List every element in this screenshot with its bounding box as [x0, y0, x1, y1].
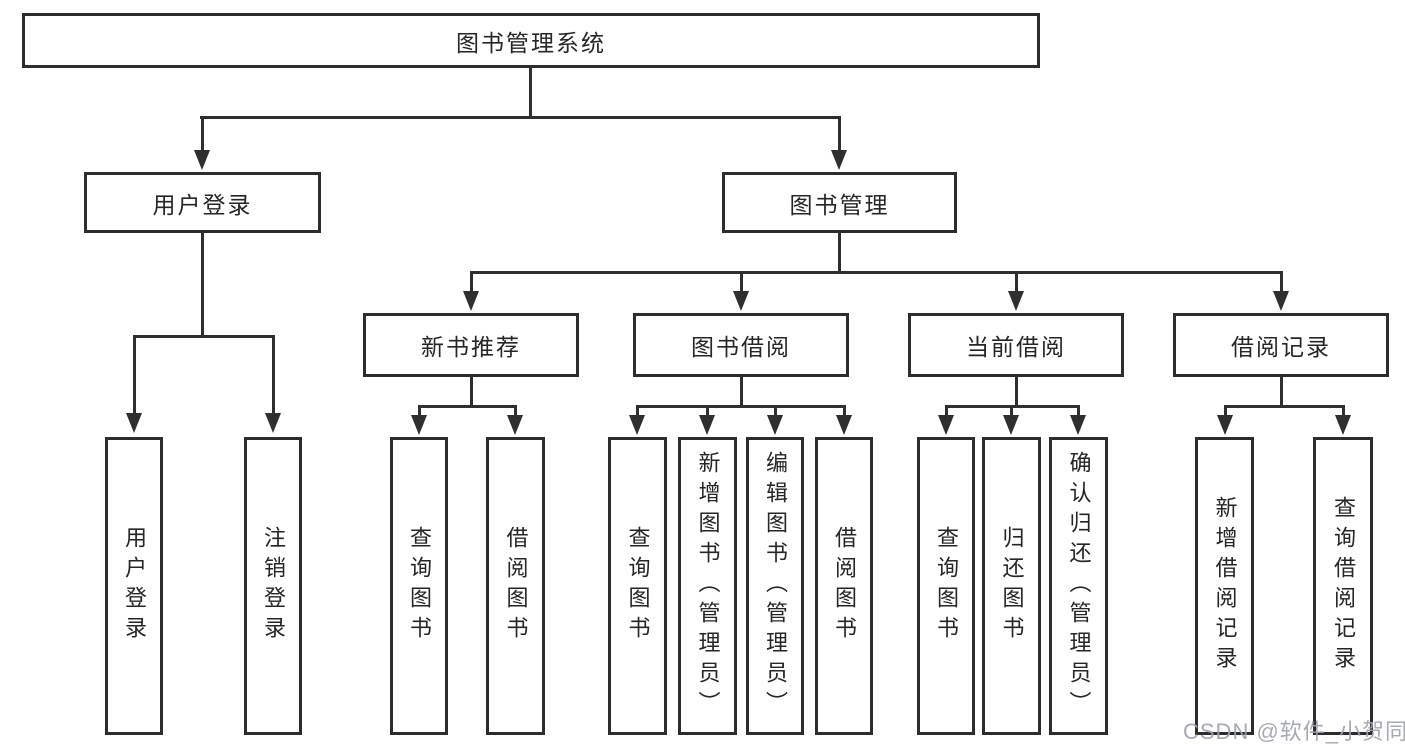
- arrow-down-icon: [1217, 415, 1233, 435]
- node-label: 查询借阅记录: [1331, 496, 1356, 676]
- node-user-login: 用户登录: [84, 172, 321, 233]
- leaf-query-books-current: 查询图书: [917, 437, 975, 735]
- arrow-down-icon: [1335, 415, 1351, 435]
- leaf-user-login: 用户登录: [105, 437, 163, 735]
- connector-line: [774, 405, 777, 417]
- connector-line: [418, 405, 421, 417]
- connector-line: [1342, 405, 1345, 417]
- arrow-down-icon: [411, 415, 427, 435]
- leaf-query-books-borrowing: 查询图书: [608, 437, 667, 735]
- connector-line: [740, 377, 743, 408]
- arrow-down-icon: [1070, 415, 1086, 435]
- node-label: 图书管理系统: [456, 29, 606, 56]
- node-label: 查询图书: [934, 526, 959, 646]
- leaf-logout: 注销登录: [244, 437, 302, 735]
- node-current-borrowing: 当前借阅: [908, 313, 1124, 377]
- connector-line: [838, 116, 841, 152]
- node-label: 借阅记录: [1231, 334, 1331, 360]
- connector-line: [843, 405, 846, 417]
- arrow-down-icon: [767, 415, 783, 435]
- arrow-down-icon: [1008, 291, 1024, 311]
- connector-line: [1015, 377, 1018, 408]
- node-label: 新增借阅记录: [1212, 496, 1238, 676]
- arrow-down-icon: [836, 415, 852, 435]
- node-book-borrowing: 图书借阅: [633, 313, 849, 377]
- connector-line: [470, 377, 473, 408]
- node-new-book-recommend: 新书推荐: [363, 313, 579, 377]
- arrow-down-icon: [699, 415, 715, 435]
- connector-line: [200, 116, 841, 119]
- connector-line: [1280, 377, 1283, 408]
- node-label: 归还图书: [999, 526, 1025, 646]
- node-label: 当前借阅: [966, 334, 1066, 360]
- node-root-library-system: 图书管理系统: [22, 13, 1040, 68]
- node-label: 查询图书: [407, 526, 432, 646]
- node-label: 用户登录: [122, 526, 147, 646]
- connector-line: [1077, 405, 1080, 417]
- connector-line: [514, 405, 517, 417]
- leaf-query-books-recommend: 查询图书: [390, 437, 448, 735]
- connector-line: [133, 335, 136, 415]
- node-label: 注销登录: [261, 526, 286, 646]
- leaf-return-book: 归还图书: [982, 437, 1041, 735]
- connector-line: [945, 405, 948, 417]
- connector-line: [470, 271, 473, 293]
- arrow-down-icon: [463, 291, 479, 311]
- connector-line: [1015, 271, 1018, 293]
- connector-line: [418, 405, 517, 408]
- node-label: 借阅图书: [503, 526, 529, 646]
- leaf-borrow-books-borrowing: 借阅图书: [815, 437, 873, 735]
- connector-line: [636, 405, 846, 408]
- node-label: 查询图书: [625, 526, 651, 646]
- arrow-down-icon: [507, 415, 523, 435]
- leaf-add-borrow-record: 新增借阅记录: [1195, 437, 1254, 735]
- node-label: 编辑图书（管理员）: [763, 451, 788, 721]
- node-book-management: 图书管理: [722, 172, 957, 233]
- arrow-down-icon: [126, 413, 142, 433]
- arrow-down-icon: [938, 415, 954, 435]
- node-label: 图书借阅: [691, 334, 791, 360]
- node-label: 确认归还（管理员）: [1066, 451, 1092, 721]
- leaf-edit-book-admin: 编辑图书（管理员）: [746, 437, 804, 735]
- csdn-watermark: CSDN @软件_小贺同学: [1183, 719, 1405, 744]
- connector-line: [201, 233, 204, 338]
- arrow-down-icon: [194, 150, 210, 170]
- connector-line: [1010, 405, 1013, 417]
- connector-line: [636, 405, 639, 417]
- connector-line: [1224, 405, 1345, 408]
- node-label: 图书管理: [789, 191, 890, 218]
- node-label: 新增图书（管理员）: [695, 451, 721, 721]
- node-borrowing-records: 借阅记录: [1173, 313, 1389, 377]
- connector-line: [272, 335, 275, 415]
- connector-line: [529, 68, 532, 119]
- connector-line: [201, 116, 204, 152]
- arrow-down-icon: [1003, 415, 1019, 435]
- leaf-confirm-return-admin: 确认归还（管理员）: [1049, 437, 1108, 735]
- connector-line: [133, 335, 275, 338]
- arrow-down-icon: [1273, 291, 1289, 311]
- connector-line: [1280, 271, 1283, 293]
- arrow-down-icon: [265, 413, 281, 433]
- leaf-add-book-admin: 新增图书（管理员）: [678, 437, 737, 735]
- node-label: 新书推荐: [421, 334, 521, 360]
- node-label: 用户登录: [152, 191, 253, 218]
- leaf-query-borrow-record: 查询借阅记录: [1313, 437, 1373, 735]
- connector-line: [470, 271, 1283, 274]
- leaf-borrow-books-recommend: 借阅图书: [486, 437, 545, 735]
- arrow-down-icon: [733, 291, 749, 311]
- connector-line: [838, 233, 841, 274]
- arrow-down-icon: [831, 150, 847, 170]
- arrow-down-icon: [629, 415, 645, 435]
- connector-line: [740, 271, 743, 293]
- connector-line: [1224, 405, 1227, 417]
- connector-line: [706, 405, 709, 417]
- node-label: 借阅图书: [832, 526, 857, 646]
